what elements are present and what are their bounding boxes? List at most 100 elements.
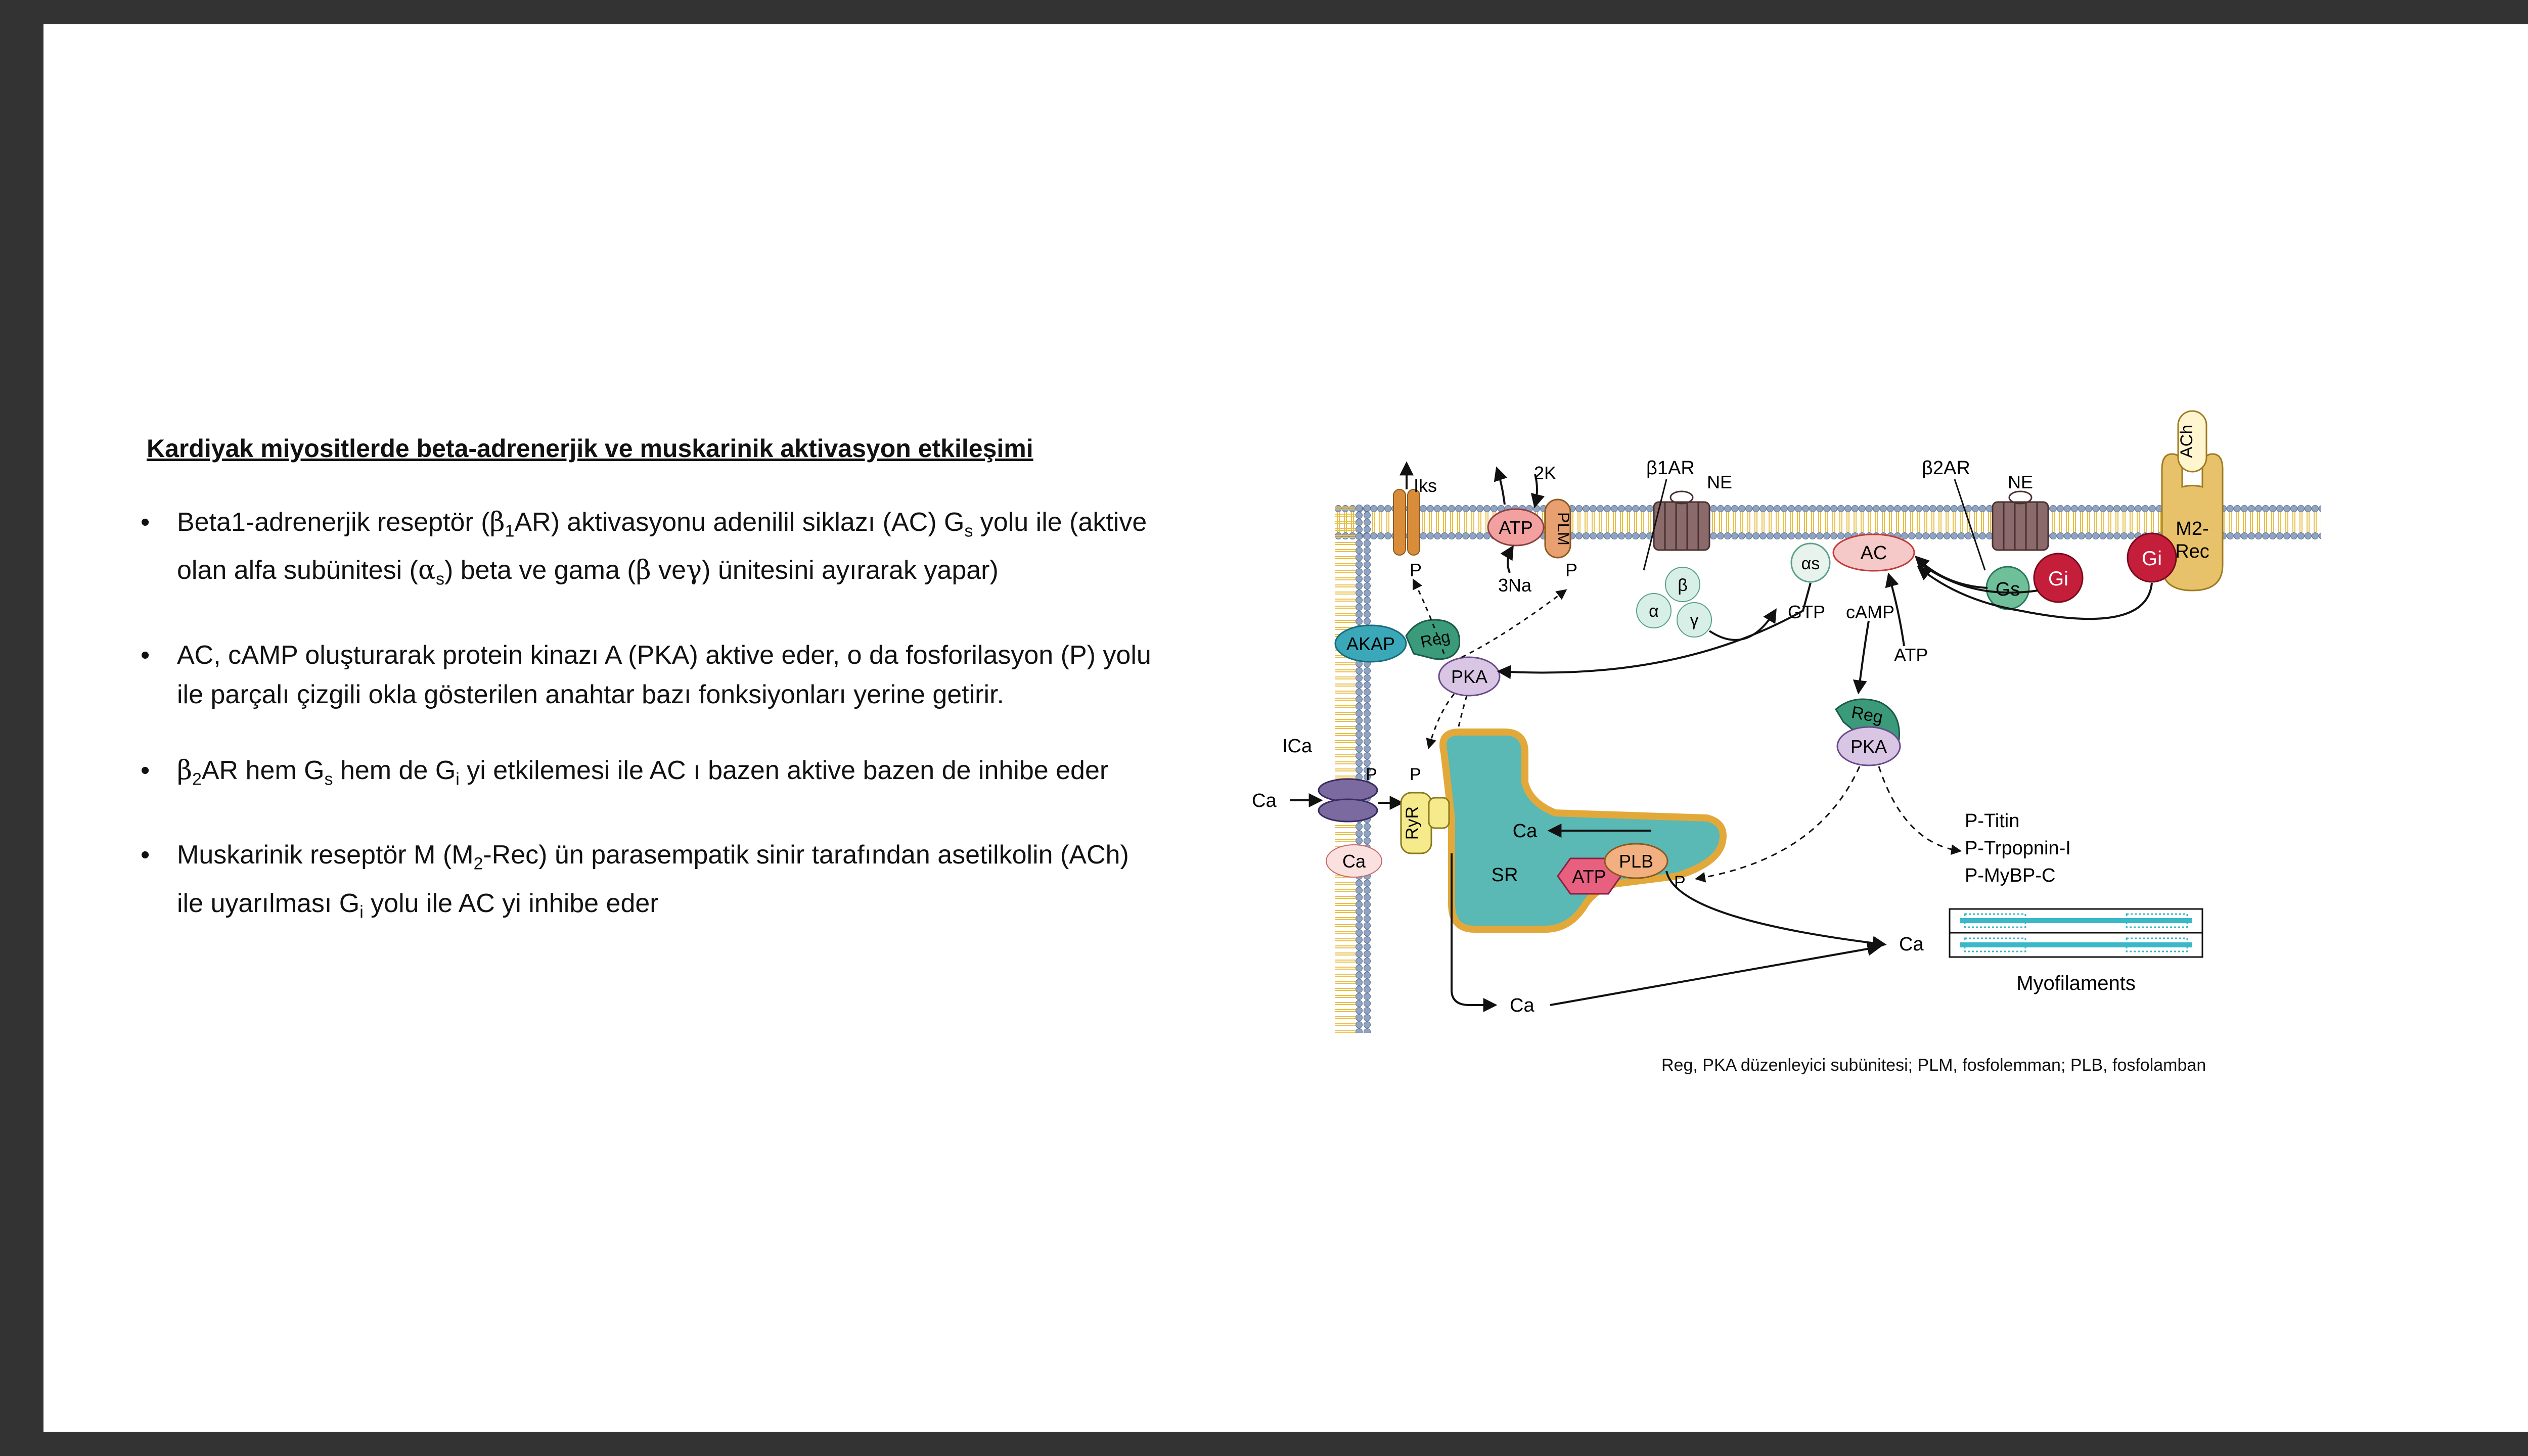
b1ar-label: β1AR: [1646, 458, 1695, 479]
gs-label: Gs: [1996, 579, 2020, 600]
alpha-subunit-label: α: [1649, 602, 1659, 621]
myofilaments-label: Myofilaments: [2016, 972, 2136, 994]
ac-label: AC: [1861, 542, 1887, 564]
alpha-s-label: αs: [1801, 554, 1820, 573]
cardiomyocyte-signaling-diagram: Iks P ATP PLM 2K 3Na P β1AR NE: [1252, 410, 2321, 1033]
g-protein-subunits: β α γ: [1636, 567, 1777, 641]
myofilaments: Myofilaments: [1949, 908, 2203, 994]
bullet-text-part: AR hem G: [201, 755, 325, 785]
na3-label: 3Na: [1498, 575, 1532, 596]
bullet-text-part: Muskarinik reseptör M (M: [177, 840, 474, 870]
calcium-flows: Ca Ca: [1451, 853, 1924, 1016]
serca-plb-complex: ATP PLB P: [1557, 843, 1686, 895]
bullet-item: • AC, cAMP oluşturarak protein kinazı A (…: [99, 635, 1161, 714]
slide: Kardiyak miyositlerde beta-adrenerjik ve…: [43, 24, 2528, 1432]
gtp-label: GTP: [1788, 602, 1825, 622]
bullet-text-part: Beta1-adrenerjik reseptör (: [177, 508, 490, 537]
p-plm-label: P: [1565, 560, 1577, 580]
pump-atp-label: ATP: [1499, 517, 1532, 538]
ca-myo-label: Ca: [1899, 934, 1924, 955]
bullet-text-part: hem de G: [333, 755, 456, 785]
ca-sr-label: Ca: [1513, 821, 1538, 842]
bullet-dot: •: [141, 755, 150, 785]
atp-ac-label: ATP: [1894, 645, 1928, 665]
cytosolic-pka: Reg PKA: [1694, 698, 1962, 883]
bullet-text-part: ) beta ve gama (: [444, 556, 636, 585]
bullet-dot: •: [141, 840, 150, 870]
bullet-text: β2AR hem Gs hem de Gi yi etkilemesi ile …: [177, 755, 1109, 789]
ne2-label: NE: [2008, 472, 2033, 492]
plm-label: PLM: [1554, 512, 1572, 545]
bullet-text-part: s: [964, 521, 973, 541]
figure-caption: Reg, PKA düzenleyici subünitesi; PLM, fo…: [1661, 1056, 2206, 1075]
akap-label: AKAP: [1346, 633, 1395, 654]
bullet-text-part: β: [177, 755, 193, 786]
phospho-targets: P-Titin P-Trpopnin-I P-MyBP-C: [1965, 810, 2071, 886]
bullet-text-part: γ: [686, 555, 702, 586]
ryr-label: RyR: [1403, 806, 1422, 840]
m2rec-bottom-label: Rec: [2175, 541, 2209, 562]
sarcoplasmic-reticulum: SR Ca: [1439, 729, 1727, 933]
gamma-subunit-label: γ: [1690, 611, 1699, 630]
bullet-text: Muskarinik reseptör M (M2-Rec) ün parase…: [177, 840, 1129, 922]
slide-title: Kardiyak miyositlerde beta-adrenerjik ve…: [147, 434, 1033, 463]
ca-bottom-label: Ca: [1510, 995, 1534, 1016]
m2-muscarinic-receptor: M2- Rec ACh Gi: [1917, 410, 2224, 620]
adenylyl-cyclase-complex: αs AC GTP cAMP ATP: [1788, 533, 1928, 695]
p-troponin-label: P-Trpopnin-I: [1965, 838, 2071, 859]
bullet-text-part: β: [489, 507, 505, 537]
bullet-text-part: s: [436, 569, 444, 589]
bullet-dot: •: [141, 640, 150, 670]
bullet-text-part: s: [324, 769, 333, 789]
pka1-label: PKA: [1451, 666, 1487, 687]
bullet-text-part: -Rec) ün parasempatik sinir tarafından a…: [177, 840, 1129, 918]
gi1-label: Gi: [2048, 568, 2068, 590]
bullet-text-part: 2: [473, 854, 483, 874]
bullet-text-part: 1: [505, 521, 515, 541]
beta1-adrenergic-receptor: β1AR NE: [1643, 458, 1732, 571]
p-ltcc-label: P: [1366, 765, 1377, 784]
ryanodine-receptor: RyR P: [1400, 765, 1450, 854]
plb-label: PLB: [1619, 851, 1653, 872]
b2ar-label: β2AR: [1922, 458, 1970, 479]
ica-label: ICa: [1282, 736, 1313, 757]
bullet-text-part: ) ünitesini ayırarak yapar): [702, 556, 999, 585]
ach-label: ACh: [2177, 425, 2196, 458]
beta-subunit-label: β: [1678, 576, 1688, 595]
bullet-item: • β2AR hem Gs hem de Gi yi etkilemesi ile…: [99, 751, 1161, 799]
bullet-text-part: yi etkilemesi ile AC ı bazen aktive baze…: [459, 755, 1109, 785]
m2rec-top-label: M2-: [2176, 518, 2208, 539]
akap-pka-complex: AKAP Reg PKA: [1334, 578, 1812, 750]
text-panel: Kardiyak miyositlerde beta-adrenerjik ve…: [99, 434, 1161, 968]
l-type-calcium-channel: ICa Ca P Ca: [1252, 736, 1404, 878]
bullet-text-part: β: [636, 555, 651, 586]
ne1-label: NE: [1707, 472, 1732, 492]
bullet-text: Beta1-adrenerjik reseptör (β1AR) aktivas…: [177, 507, 1147, 589]
bullet-dot: •: [141, 508, 150, 537]
bullet-text-part: ve: [651, 556, 687, 585]
bullet-text-part: i: [456, 769, 460, 789]
bullet-text-part: AC, cAMP oluşturarak protein kinazı A (P…: [177, 640, 1151, 709]
ca-channel-label: Ca: [1342, 851, 1366, 872]
bullet-text-part: yolu ile (aktive olan alfa subünitesi (: [177, 508, 1147, 585]
membrane-left: [1335, 505, 1371, 1033]
bullet-item: •Beta1-adrenerjik reseptör (β1AR) aktiva…: [99, 503, 1161, 599]
bullet-text-part: AR) aktivasyonu adenilil siklazı (AC) G: [514, 508, 965, 537]
sr-label: SR: [1492, 864, 1518, 886]
pka2-label: PKA: [1850, 736, 1887, 757]
p-mybpc-label: P-MyBP-C: [1965, 865, 2055, 886]
p-ryr-label: P: [1410, 765, 1421, 784]
p-plb-label: P: [1674, 873, 1686, 892]
beta2-adrenergic-receptor: β2AR NE: [1922, 458, 2049, 571]
camp-label: cAMP: [1846, 602, 1894, 622]
bullet-list: •Beta1-adrenerjik reseptör (β1AR) aktiva…: [99, 503, 1161, 932]
iks-channel: Iks P: [1393, 461, 1437, 580]
p-iks-label: P: [1410, 560, 1422, 580]
bullet-text-part: i: [359, 902, 364, 922]
bullet-text-part: α: [418, 555, 436, 586]
bullet-text-part: 2: [192, 769, 202, 789]
g-proteins-beta2: Gs Gi: [1915, 553, 2084, 610]
gi2-label: Gi: [2142, 548, 2162, 570]
iks-label: Iks: [1414, 475, 1437, 496]
bullet-text-part: yolu ile AC yi inhibe eder: [363, 888, 659, 918]
